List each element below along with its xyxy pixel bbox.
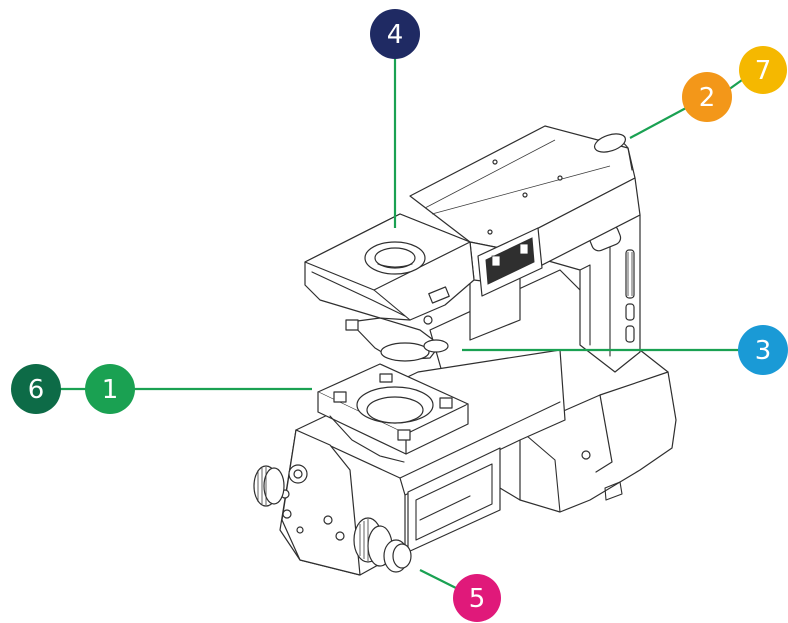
callout-circle-2 [682, 72, 732, 122]
callout-label-4: 4 [387, 20, 404, 50]
callout-label-5: 5 [469, 584, 486, 614]
objective-nosepiece [345, 317, 449, 362]
microscope-illustration [253, 125, 677, 576]
callout-label-2: 2 [699, 83, 716, 113]
xy-stage [317, 363, 469, 463]
callout-circle-7 [739, 46, 787, 94]
control-block [280, 429, 361, 576]
callout-circle-4 [370, 9, 420, 59]
front-head [304, 213, 475, 325]
callout-circle-5 [453, 574, 501, 622]
callout-circle-6 [11, 364, 61, 414]
callout-circle-1 [85, 364, 135, 414]
callout-badge-3: 3 [738, 325, 788, 375]
leader-line-2 [629, 107, 687, 139]
callout-badge-4: 4 [370, 9, 420, 59]
callout-label-6: 6 [28, 375, 45, 405]
callout-badge-6: 6 [11, 364, 61, 414]
callout-badge-2: 2 [682, 72, 732, 122]
callout-label-1: 1 [102, 375, 119, 405]
callout-label-7: 7 [755, 56, 772, 86]
callout-badges: 4 7 2 3 6 1 5 [11, 9, 788, 622]
callout-badge-1: 1 [85, 364, 135, 414]
callout-badge-7: 7 [739, 46, 787, 94]
top-housing [409, 125, 641, 297]
leader-line-5 [419, 569, 461, 591]
callout-circle-3 [738, 325, 788, 375]
callout-label-3: 3 [755, 336, 772, 366]
left-focus-knob [253, 465, 285, 507]
right-focus-knob [353, 517, 412, 573]
callout-badge-5: 5 [453, 574, 501, 622]
